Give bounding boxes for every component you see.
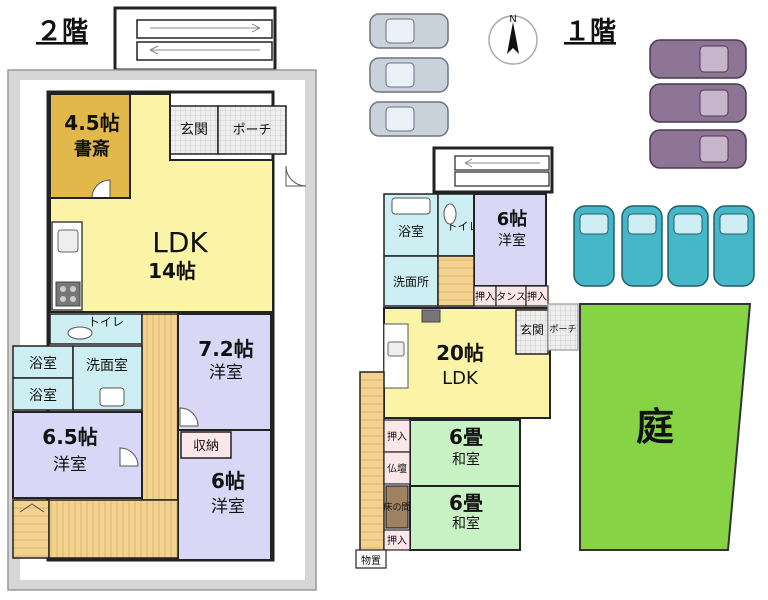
tokonoma-1f bbox=[385, 485, 409, 529]
kitchen-2f bbox=[51, 221, 83, 311]
oshiire-d-label: 押入 bbox=[387, 534, 407, 547]
car-icon bbox=[369, 101, 449, 137]
toilet-1f-label: トイレ bbox=[447, 220, 480, 233]
tatami2-name: 和室 bbox=[452, 515, 480, 532]
study-name: 書斎 bbox=[74, 138, 110, 160]
genkan-1f-label: 玄関 bbox=[520, 322, 544, 337]
car-icon bbox=[649, 39, 747, 79]
oshiire-d-1f bbox=[383, 529, 411, 551]
room6-1f-size: 6帖 bbox=[497, 208, 528, 230]
garden bbox=[579, 303, 752, 551]
bath1-2f-label: 浴室 bbox=[29, 355, 57, 372]
ldk-2f bbox=[49, 93, 274, 313]
porch-2f-label: ポーチ bbox=[232, 123, 271, 138]
room6-1f bbox=[473, 193, 547, 287]
compass-label: N bbox=[509, 14, 516, 25]
oshiire-a-label: 押入 bbox=[475, 290, 495, 303]
room72-2f-size: 7.2帖 bbox=[198, 337, 253, 361]
oshiire-b-1f bbox=[525, 285, 549, 307]
room72-2f-name: 洋室 bbox=[209, 363, 243, 383]
room6-1f-name: 洋室 bbox=[498, 232, 526, 249]
porch-1f bbox=[547, 303, 579, 351]
genkan-2f bbox=[169, 105, 219, 155]
butsudan-1f bbox=[383, 451, 411, 485]
tatami1-size: 6畳 bbox=[449, 425, 483, 449]
butsudan-label: 仏壇 bbox=[387, 462, 407, 475]
car-icon bbox=[649, 83, 747, 123]
bath2-2f-label: 浴室 bbox=[29, 387, 57, 404]
washroom-1f-label: 洗面所 bbox=[393, 275, 429, 289]
floor1-top-stairs bbox=[432, 146, 554, 194]
room6-2f-name: 洋室 bbox=[211, 497, 245, 517]
shed-1f bbox=[355, 549, 387, 569]
compass-icon: N bbox=[488, 14, 538, 65]
car-icon bbox=[369, 57, 449, 93]
oshiire-b-label: 押入 bbox=[527, 290, 547, 303]
tokonoma-label: 床の間 bbox=[383, 501, 410, 513]
porch-1f-label: ポーチ bbox=[549, 324, 576, 335]
genkan-1f bbox=[515, 309, 549, 355]
tatami2-1f bbox=[409, 485, 521, 551]
floor2-bottom-stairs bbox=[12, 499, 50, 559]
floor1-title: １階 bbox=[564, 17, 616, 47]
hallway-2f bbox=[141, 313, 179, 501]
oshiire-c-label: 押入 bbox=[387, 430, 407, 443]
shed-label: 物置 bbox=[361, 554, 381, 567]
floor2-top-stairs bbox=[113, 6, 277, 72]
floor2-title: ２階 bbox=[36, 17, 88, 47]
ldk-1f-name: LDK bbox=[442, 368, 479, 389]
genkan-2f-label: 玄関 bbox=[180, 121, 208, 138]
ldk-2f-size: 14帖 bbox=[148, 259, 196, 283]
car-icon bbox=[649, 129, 747, 169]
car-icon bbox=[713, 205, 755, 287]
floor1: １階 N 庭 bbox=[355, 13, 755, 569]
room65-2f-name: 洋室 bbox=[53, 455, 87, 475]
toilet-2f-label: トイレ bbox=[88, 315, 124, 329]
car-icon bbox=[621, 205, 663, 287]
parking-cars-gray bbox=[369, 13, 449, 137]
tatami2-size: 6畳 bbox=[449, 491, 483, 515]
closet-label: タンス bbox=[496, 291, 526, 303]
car-icon bbox=[573, 205, 615, 287]
floor2: ２階 4.5帖 書斎 玄関 ポーチ LDK 14帖 bbox=[7, 6, 317, 591]
bath1-2f bbox=[12, 345, 74, 379]
ldk-1f-size: 20帖 bbox=[436, 341, 484, 365]
car-icon bbox=[369, 13, 449, 49]
washroom-1f bbox=[383, 255, 439, 307]
parking-cars-teal bbox=[573, 205, 755, 287]
porch-2f bbox=[217, 105, 287, 155]
room6-2f-size: 6帖 bbox=[211, 469, 245, 493]
ldk-2f-name: LDK bbox=[152, 226, 208, 259]
storage-2f-text: 収納 bbox=[193, 439, 219, 454]
car-icon bbox=[667, 205, 709, 287]
parking-cars-purple bbox=[649, 39, 747, 169]
study-size: 4.5帖 bbox=[64, 111, 119, 135]
washroom-2f-label: 洗面室 bbox=[86, 357, 128, 374]
room65-2f bbox=[12, 411, 143, 499]
bath-1f-label: 浴室 bbox=[398, 224, 424, 240]
room65-2f-size: 6.5帖 bbox=[42, 425, 97, 449]
room72-2f bbox=[177, 313, 272, 431]
garden-label: 庭 bbox=[636, 405, 674, 449]
tatami1-name: 和室 bbox=[452, 451, 480, 468]
